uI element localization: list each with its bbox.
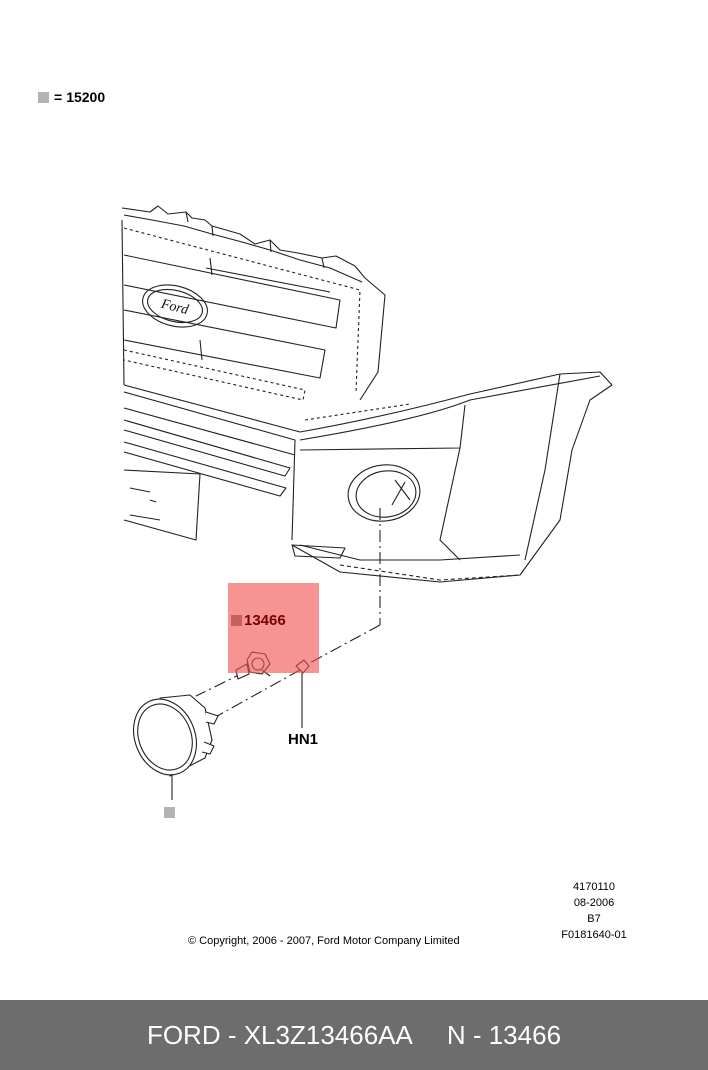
bumper xyxy=(123,371,613,583)
legend: = 15200 xyxy=(38,89,105,105)
footer-part-number: FORD - XL3Z13466AA xyxy=(146,1019,413,1050)
ford-emblem-icon xyxy=(142,284,208,328)
footer-reference: N - 13466 xyxy=(446,1019,562,1050)
part-highlight-13466 xyxy=(228,583,319,673)
legend-square-icon xyxy=(38,91,49,103)
parts-diagram: Ford xyxy=(121,205,613,800)
ford-emblem-text: Ford xyxy=(159,297,191,319)
meta-line2: 08-2006 xyxy=(573,897,615,909)
fog-lamp-opening xyxy=(347,464,421,522)
fog-lamp xyxy=(133,694,219,800)
callout-hn1[interactable]: HN1 xyxy=(288,731,319,748)
fog-lamp-marker-square-icon xyxy=(164,807,175,818)
footer-bar: FORD - XL3Z13466AA N - 13466 xyxy=(0,1000,708,1070)
copyright-text: © Copyright, 2006 - 2007, Ford Motor Com… xyxy=(188,935,460,947)
drawing-metadata: 4170110 08-2006 B7 F0181640-01 xyxy=(556,879,632,943)
legend-part-number: 15200 xyxy=(66,89,106,105)
callout-13466-label: 13466 xyxy=(244,612,286,629)
callout-square-icon xyxy=(231,615,242,626)
meta-line1: 4170110 xyxy=(572,881,615,893)
grille-top-clips xyxy=(121,205,366,283)
meta-line3: B7 xyxy=(587,913,601,925)
grille xyxy=(121,219,386,433)
callout-13466[interactable]: 13466 xyxy=(231,612,286,629)
meta-line4: F0181640-01 xyxy=(561,929,627,941)
legend-equals: = xyxy=(54,89,63,105)
